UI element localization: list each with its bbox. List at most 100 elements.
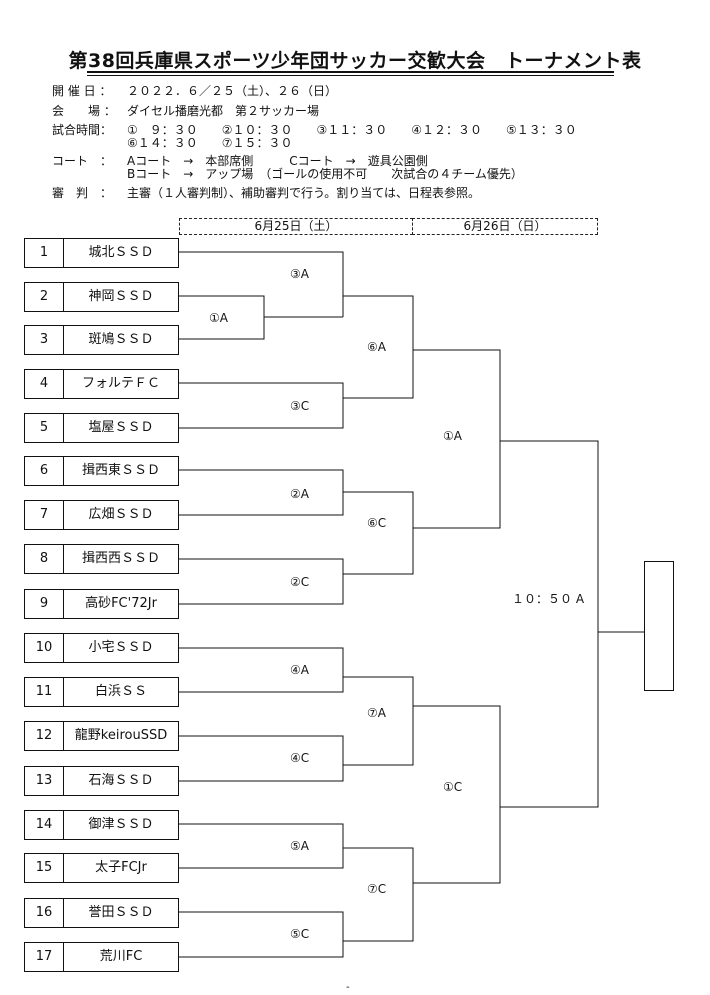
team-name: 城北ＳＳＤ [88,245,154,260]
team-row: 3 斑鳩ＳＳＤ [24,325,179,355]
team-seed-number: 10 [25,634,64,662]
team-row: 9 高砂FC'72Jr [24,589,179,619]
team-row: 7 広畑ＳＳＤ [24,500,179,530]
team-name: 高砂FC'72Jr [85,596,157,611]
team-seed-number: 1 [25,239,64,267]
team-seed-number: 2 [25,283,64,311]
info-label: 会 場 ： [52,104,116,118]
team-seed-number: 9 [25,590,64,618]
bracket-line [179,558,344,605]
match-label: ②C [290,575,310,589]
team-name: 塩屋ＳＳＤ [88,420,154,435]
team-seed-number: 4 [25,370,64,398]
team-seed-number: 13 [25,767,64,795]
page-mark: - [346,982,350,993]
team-row: 2 神岡ＳＳＤ [24,282,179,312]
team-name: 誉田ＳＳＤ [88,905,154,920]
team-seed-number: 16 [25,899,64,927]
bracket-line [179,251,344,317]
team-name: 荒川FC [99,949,143,964]
match-label: ④C [290,751,310,765]
info-label: 審 判 ： [52,186,113,200]
bracket-line [179,469,344,516]
match-label: ③C [290,399,310,413]
bracket-line [413,705,501,884]
team-name: 石海ＳＳＤ [88,773,154,788]
match-label: ⑦A [367,706,386,720]
bracket-line [179,735,344,782]
info-label: 試合時間： [52,123,113,137]
info-value: ダイセル播磨光都 第２サッカー場 [127,104,320,118]
team-row: 17 荒川FC [24,942,179,972]
match-label: ⑥A [367,340,386,354]
team-name: フォルテＦＣ [81,376,160,391]
info-value: Aコート → 本部席側 Cコート → 遊具公園側 [127,154,428,168]
title-underline [87,71,614,73]
team-seed-number: 5 [25,414,64,442]
team-name: 揖西西ＳＳＤ [81,551,160,566]
team-name: 白浜ＳＳ [94,684,147,699]
team-row: 11 白浜ＳＳ [24,677,179,707]
champion-box [644,561,674,691]
match-label: ①A [443,429,462,443]
team-seed-number: 14 [25,811,64,839]
info-value: 主審（１人審判制）、補助審判で行う。割り当ては、日程表参照。 [127,186,481,200]
team-seed-number: 3 [25,326,64,354]
match-label: ⑤A [290,839,309,853]
bracket-line [179,911,344,958]
page-title: 第38回兵庫県スポーツ少年団サッカー交歓大会 トーナメント表 [68,50,642,72]
bracket-line [343,847,414,942]
team-row: 1 城北ＳＳＤ [24,238,179,268]
team-row: 15 太子FCJr [24,853,179,883]
info-value: ① ９：３０ ②１０：３０ ③１１：３０ ④１２：３０ ⑤１３：３０ [127,123,577,137]
final-label: １０：５０ A [512,592,585,606]
team-row: 13 石海ＳＳＤ [24,766,179,796]
info-label: コート ： [52,154,113,168]
match-label: ⑦C [367,882,387,896]
bracket-line [500,440,599,808]
team-name: 揖西東ＳＳＤ [81,463,160,478]
team-row: 4 フォルテＦＣ [24,369,179,399]
match-label: ①C [443,780,463,794]
team-seed-number: 11 [25,678,64,706]
info-value: Bコート → アップ場 （ゴールの使用不可 次試合の４チーム優先） [127,167,523,181]
team-name: 御津ＳＳＤ [88,817,154,832]
match-label: ⑥C [367,516,387,530]
team-seed-number: 7 [25,501,64,529]
team-name: 斑鳩ＳＳＤ [88,332,154,347]
team-name: 太子FCJr [95,860,147,875]
team-name: 広畑ＳＳＤ [88,507,154,522]
team-name: 龍野keirouSSD [74,728,168,743]
team-row: 10 小宅ＳＳＤ [24,633,179,663]
team-seed-number: 8 [25,545,64,573]
bracket-line [179,382,344,429]
title-underline-thin [87,75,614,76]
date-header-day2: 6月26日（日） [412,218,598,235]
match-label: ⑤C [290,927,310,941]
team-name: 神岡ＳＳＤ [88,289,154,304]
bracket-line [179,647,344,693]
team-seed-number: 12 [25,722,64,750]
match-label: ③A [290,267,309,281]
bracket-line [413,349,501,529]
team-seed-number: 17 [25,943,64,971]
team-name: 小宅ＳＳＤ [88,640,154,655]
team-row: 14 御津ＳＳＤ [24,810,179,840]
team-row: 6 揖西東ＳＳＤ [24,456,179,486]
info-value: ２０２２．６／２５（土）、２６（日） [127,84,338,98]
bracket-line [343,295,414,399]
match-label: ②A [290,487,309,501]
team-seed-number: 6 [25,457,64,485]
match-label: ①A [209,311,228,325]
bracket-line [343,676,414,766]
team-row: 16 誉田ＳＳＤ [24,898,179,928]
info-value: ⑥１４：３０ ⑦１５：３０ [127,136,293,150]
bracket-line [179,823,344,869]
team-row: 5 塩屋ＳＳＤ [24,413,179,443]
team-row: 8 揖西西ＳＳＤ [24,544,179,574]
team-seed-number: 15 [25,854,64,882]
bracket-line [343,491,414,575]
match-label: ④A [290,663,309,677]
info-label: 開 催 日 ： [52,84,112,98]
